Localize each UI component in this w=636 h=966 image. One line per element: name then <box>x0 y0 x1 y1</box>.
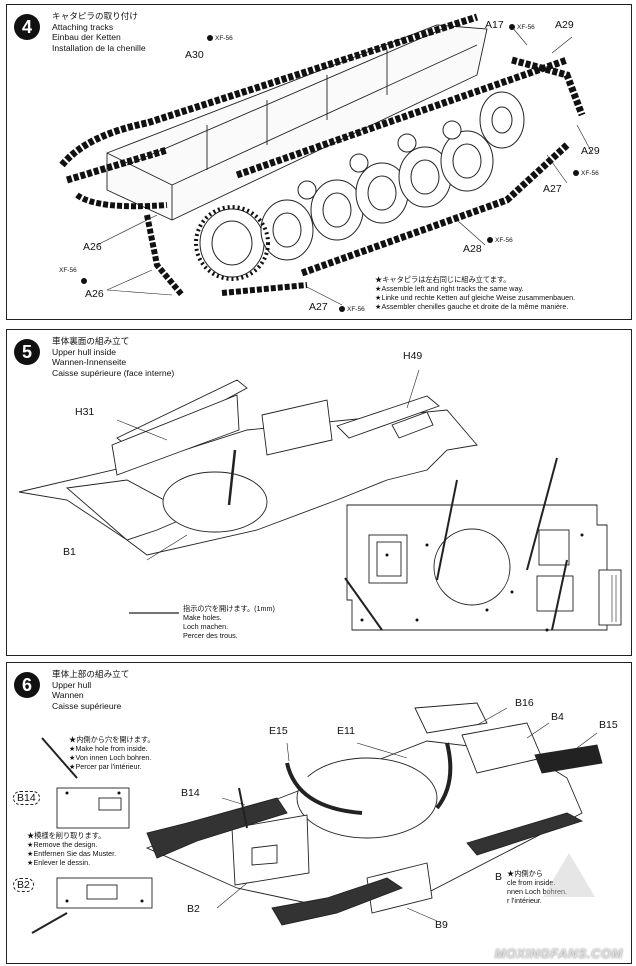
step-title-block: 車体裏面の組み立て Upper hull inside Wannen-Innen… <box>52 336 174 378</box>
part-label: E11 <box>337 725 355 737</box>
part-label: A26 <box>83 241 102 253</box>
title-de: Wannen-Innenseite <box>52 357 127 367</box>
part-label: B15 <box>599 719 618 731</box>
paint-dot-icon <box>509 24 515 31</box>
partial-note: ★内側から cle from inside. nnen Loch bohren.… <box>507 869 567 905</box>
part-label: A27 <box>543 183 562 195</box>
title-jp: 車体裏面の組み立て <box>52 336 130 346</box>
title-fr: Installation de la chenille <box>52 42 146 53</box>
title-en: Upper hull inside <box>52 346 117 357</box>
part-label: H31 <box>75 406 95 418</box>
paint-code: XF-56 <box>573 170 599 177</box>
title-fr: Caisse supérieure (face interne) <box>52 367 175 378</box>
part-label: A29 <box>581 145 600 157</box>
paint-code: XF-56 <box>509 24 535 31</box>
part-label: A27 <box>309 301 328 313</box>
paint-dot-icon <box>487 237 493 244</box>
part-label: B1 <box>63 546 76 558</box>
title-en: Upper hull <box>52 679 92 690</box>
title-de: Einbau der Ketten <box>52 32 121 42</box>
part-label: A30 <box>185 49 204 61</box>
upper-hull-drawing <box>31 702 603 934</box>
watermark-logo-icon <box>543 853 595 897</box>
assembly-note: ★キャタピラは左右同じに組み立てます。 ★Assemble left and r… <box>375 275 576 311</box>
part-label: B2 <box>187 903 200 915</box>
paint-dot-icon <box>81 278 87 284</box>
step-number: 5 <box>14 339 40 365</box>
part-label: A29 <box>555 19 574 31</box>
step-title-block: キャタピラの取り付け Attaching tracks Einbau der K… <box>52 11 146 53</box>
part-label: B16 <box>515 697 534 709</box>
title-jp: 車体上部の組み立て <box>52 669 130 679</box>
part-label: B4 <box>551 711 564 723</box>
part-label: H49 <box>403 350 423 362</box>
b2-note: ★模様を削り取ります。 ★Remove the design. ★Entfern… <box>27 831 117 867</box>
part-label: B <box>495 871 503 883</box>
watermark: MOXINGFANS.COM <box>494 946 623 961</box>
paint-code: XF-56 <box>59 267 77 274</box>
title-en: Attaching tracks <box>52 21 114 32</box>
step-6-panel: 6 車体上部の組み立て Upper hull Wannen Caisse sup… <box>6 662 632 964</box>
title-jp: キャタピラの取り付け <box>52 11 138 21</box>
paint-code: XF-56 <box>339 306 365 313</box>
b2-tag: B2 <box>13 878 34 892</box>
paint-dot-icon <box>207 35 213 42</box>
step-4-panel: 4 キャタピラの取り付け Attaching tracks Einbau der… <box>6 4 632 320</box>
step-5-panel: 5 車体裏面の組み立て Upper hull inside Wannen-Inn… <box>6 329 632 656</box>
title-fr: Caisse supérieure <box>52 700 122 711</box>
paint-code: XF-56 <box>487 237 513 244</box>
hole-note: 指示の穴を開けます。(1mm) Make holes. Loch machen.… <box>183 604 275 640</box>
step-title-block: 車体上部の組み立て Upper hull Wannen Caisse supér… <box>52 669 129 711</box>
part-label: A28 <box>463 243 482 255</box>
part-label: B14 <box>181 787 200 799</box>
part-label: E15 <box>269 725 288 737</box>
upper-hull-inside-drawing <box>18 369 622 632</box>
b14-note: ★内側から穴を開けます。 ★Make hole from inside. ★Vo… <box>69 735 155 771</box>
title-de: Wannen <box>52 690 84 700</box>
part-label: B9 <box>435 919 448 931</box>
step-number: 4 <box>14 14 40 40</box>
paint-dot-icon <box>339 306 345 313</box>
paint-code: XF-56 <box>207 35 233 42</box>
paint-dot-icon <box>573 170 579 177</box>
step-number: 6 <box>14 672 40 698</box>
b14-tag: B14 <box>13 791 40 805</box>
track-assembly-drawing <box>59 13 593 306</box>
part-label: A17 <box>485 19 504 31</box>
part-label: A26 <box>85 288 104 300</box>
